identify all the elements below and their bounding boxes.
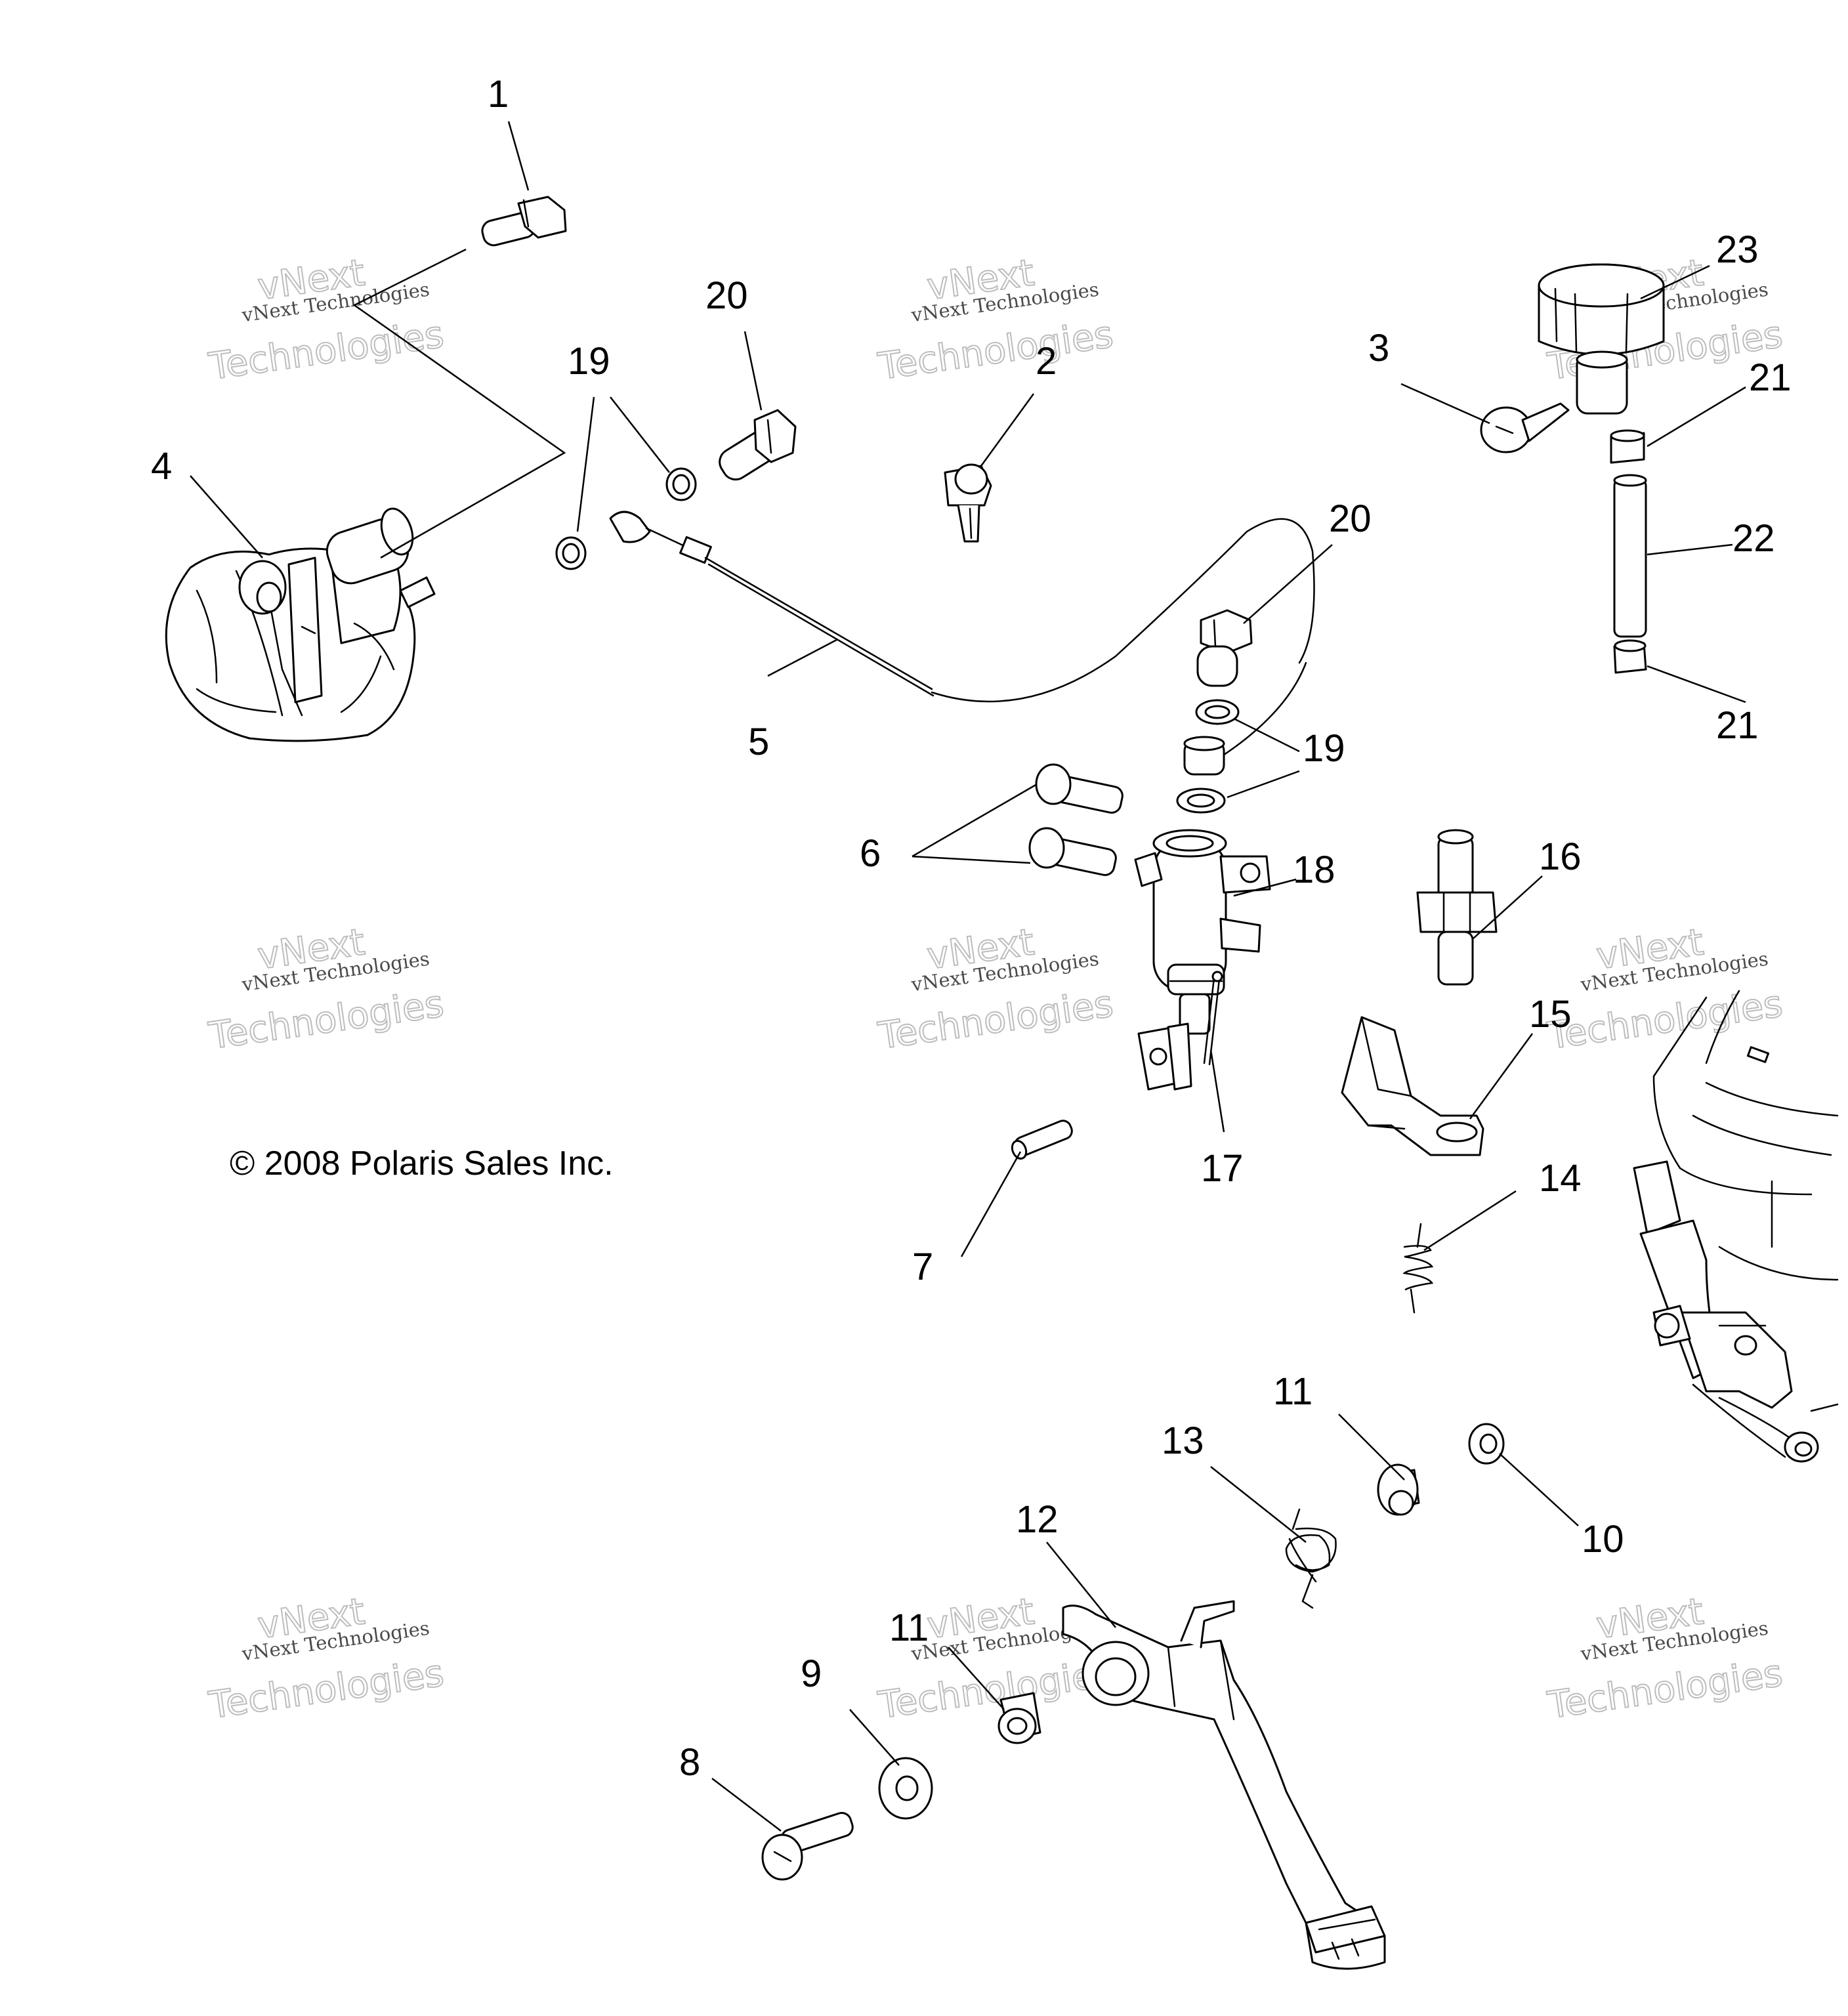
callout-21-bottom: 21 xyxy=(1716,704,1759,747)
watermark-top-left: vNext vNext Technologies Technologies xyxy=(205,251,447,389)
part-4-brake-caliper xyxy=(165,507,436,742)
part-18-master-cylinder xyxy=(1134,829,1271,1091)
svg-text:Technologies: Technologies xyxy=(1545,982,1785,1058)
callout-11-lower: 11 xyxy=(889,1606,929,1649)
part-3-screw xyxy=(1480,402,1570,453)
copyright-notice: © 2008 Polaris Sales Inc. xyxy=(230,1144,614,1183)
svg-text:Technologies: Technologies xyxy=(206,313,446,388)
part-21-clamp-upper xyxy=(1610,429,1645,464)
callout-15: 15 xyxy=(1529,993,1572,1036)
callout-11-upper: 11 xyxy=(1273,1370,1312,1413)
callout-21-top: 21 xyxy=(1749,356,1792,399)
part-8-bolt xyxy=(761,1812,854,1881)
part-11-bushing-upper xyxy=(1377,1463,1420,1516)
callout-4: 4 xyxy=(151,445,172,488)
part-22-vent-hose xyxy=(1613,474,1647,638)
part-14-spring xyxy=(1402,1223,1434,1314)
part-6-bolt-lower xyxy=(1028,827,1117,876)
part-21-clamp-lower xyxy=(1613,639,1647,674)
callout-2: 2 xyxy=(1036,340,1057,383)
part-5-brake-hose xyxy=(609,511,1315,763)
watermark-bottom-center: vNext vNext Technologies Technologies xyxy=(875,1589,1116,1728)
part-2-clip xyxy=(944,463,992,543)
part-1-bolt xyxy=(481,196,567,247)
callout-7: 7 xyxy=(912,1246,933,1288)
callout-12: 12 xyxy=(1016,1498,1059,1541)
part-19-washer-top-right xyxy=(665,467,697,501)
callout-1: 1 xyxy=(488,73,509,116)
callout-16: 16 xyxy=(1539,835,1582,878)
svg-text:Technologies: Technologies xyxy=(1545,1652,1785,1727)
callout-3: 3 xyxy=(1368,327,1389,369)
svg-text:Technologies: Technologies xyxy=(875,982,1116,1058)
part-9-washer xyxy=(878,1757,933,1820)
watermark-bottom-left: vNext vNext Technologies Technologies xyxy=(205,1589,447,1728)
watermark-mid-right: vNext vNext Technologies Technologies xyxy=(1544,920,1786,1059)
part-11-bushing-lower xyxy=(998,1692,1041,1744)
callout-8: 8 xyxy=(679,1741,700,1784)
part-20-banjo-bolt-right xyxy=(1196,609,1253,687)
part-10-washer xyxy=(1468,1423,1505,1465)
callout-6: 6 xyxy=(860,832,881,875)
watermarks: vNext vNext Technologies Technologies vN… xyxy=(205,251,1786,1728)
part-23-reservoir xyxy=(1538,263,1665,415)
watermark-bottom-right: vNext vNext Technologies Technologies xyxy=(1544,1589,1786,1728)
svg-text:Technologies: Technologies xyxy=(206,1652,446,1727)
part-12-brake-pedal xyxy=(1062,1600,1386,1970)
part-19-fitting-right xyxy=(1183,736,1225,776)
callout-20-right: 20 xyxy=(1329,497,1372,540)
callout-9: 9 xyxy=(801,1652,822,1695)
callout-17: 17 xyxy=(1201,1147,1244,1190)
callout-labels: 1 4 19 20 2 3 23 21 22 21 20 19 5 6 18 1… xyxy=(151,73,1792,1784)
callout-10: 10 xyxy=(1582,1518,1624,1561)
callout-19-top: 19 xyxy=(568,340,610,383)
svg-text:Technologies: Technologies xyxy=(875,313,1116,388)
svg-text:Technologies: Technologies xyxy=(206,982,446,1058)
part-7-clevis-pin xyxy=(1011,1120,1073,1160)
watermark-mid-center: vNext vNext Technologies Technologies xyxy=(875,920,1116,1059)
callout-13: 13 xyxy=(1162,1419,1204,1462)
part-16-stud xyxy=(1416,829,1498,986)
svg-text:Technologies: Technologies xyxy=(875,1652,1116,1727)
callout-23: 23 xyxy=(1716,228,1759,271)
part-20-banjo-bolt-top xyxy=(719,409,797,481)
callout-19-right: 19 xyxy=(1303,727,1345,770)
frame-section xyxy=(1633,990,1839,1463)
part-19-washer-top-left xyxy=(555,536,587,570)
part-15-bracket xyxy=(1341,1016,1484,1156)
watermark-mid-left: vNext vNext Technologies Technologies xyxy=(205,920,447,1059)
callout-22: 22 xyxy=(1732,517,1775,560)
callout-20-top: 20 xyxy=(705,274,748,317)
callout-18: 18 xyxy=(1293,849,1335,891)
part-19-washer-right-lower xyxy=(1176,788,1226,814)
part-6-bolt-upper xyxy=(1035,763,1124,814)
callout-5: 5 xyxy=(748,721,769,763)
watermark-top-center: vNext vNext Technologies Technologies xyxy=(875,251,1116,389)
leader-lines xyxy=(190,121,1746,1832)
part-19-washer-right-upper xyxy=(1195,699,1240,725)
part-13-torsion-spring xyxy=(1285,1508,1337,1609)
callout-14: 14 xyxy=(1539,1157,1582,1200)
